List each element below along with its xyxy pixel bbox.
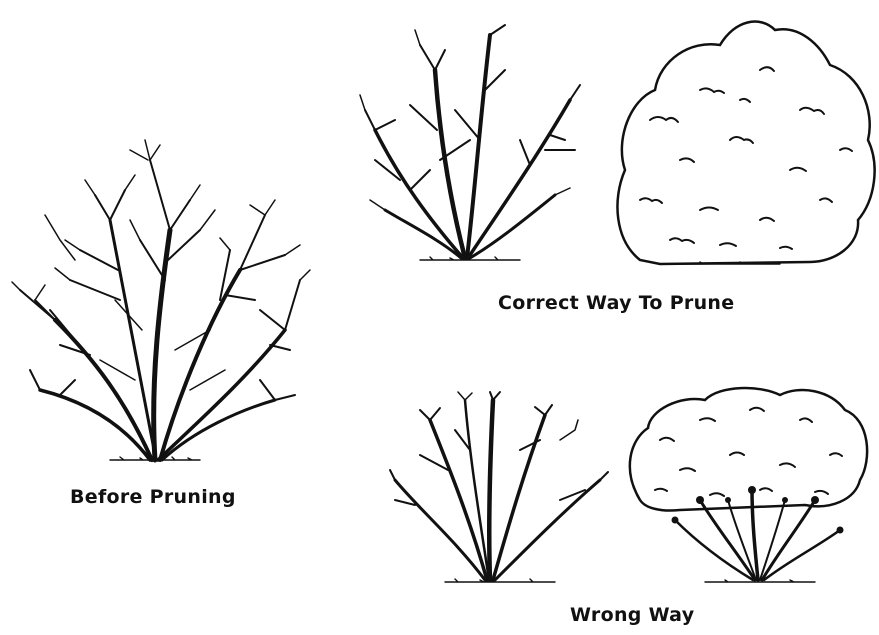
correct-leafy-shrub	[617, 22, 874, 264]
wrong-way-caption: Wrong Way	[570, 604, 694, 626]
wrong-pruned-shrub	[390, 392, 608, 582]
before-pruning-caption: Before Pruning	[70, 486, 236, 508]
wrong-leafy-shrub	[630, 388, 867, 582]
correct-pruned-shrub	[360, 25, 580, 260]
before-pruning-shrub	[12, 140, 310, 460]
correct-way-caption: Correct Way To Prune	[498, 292, 734, 314]
